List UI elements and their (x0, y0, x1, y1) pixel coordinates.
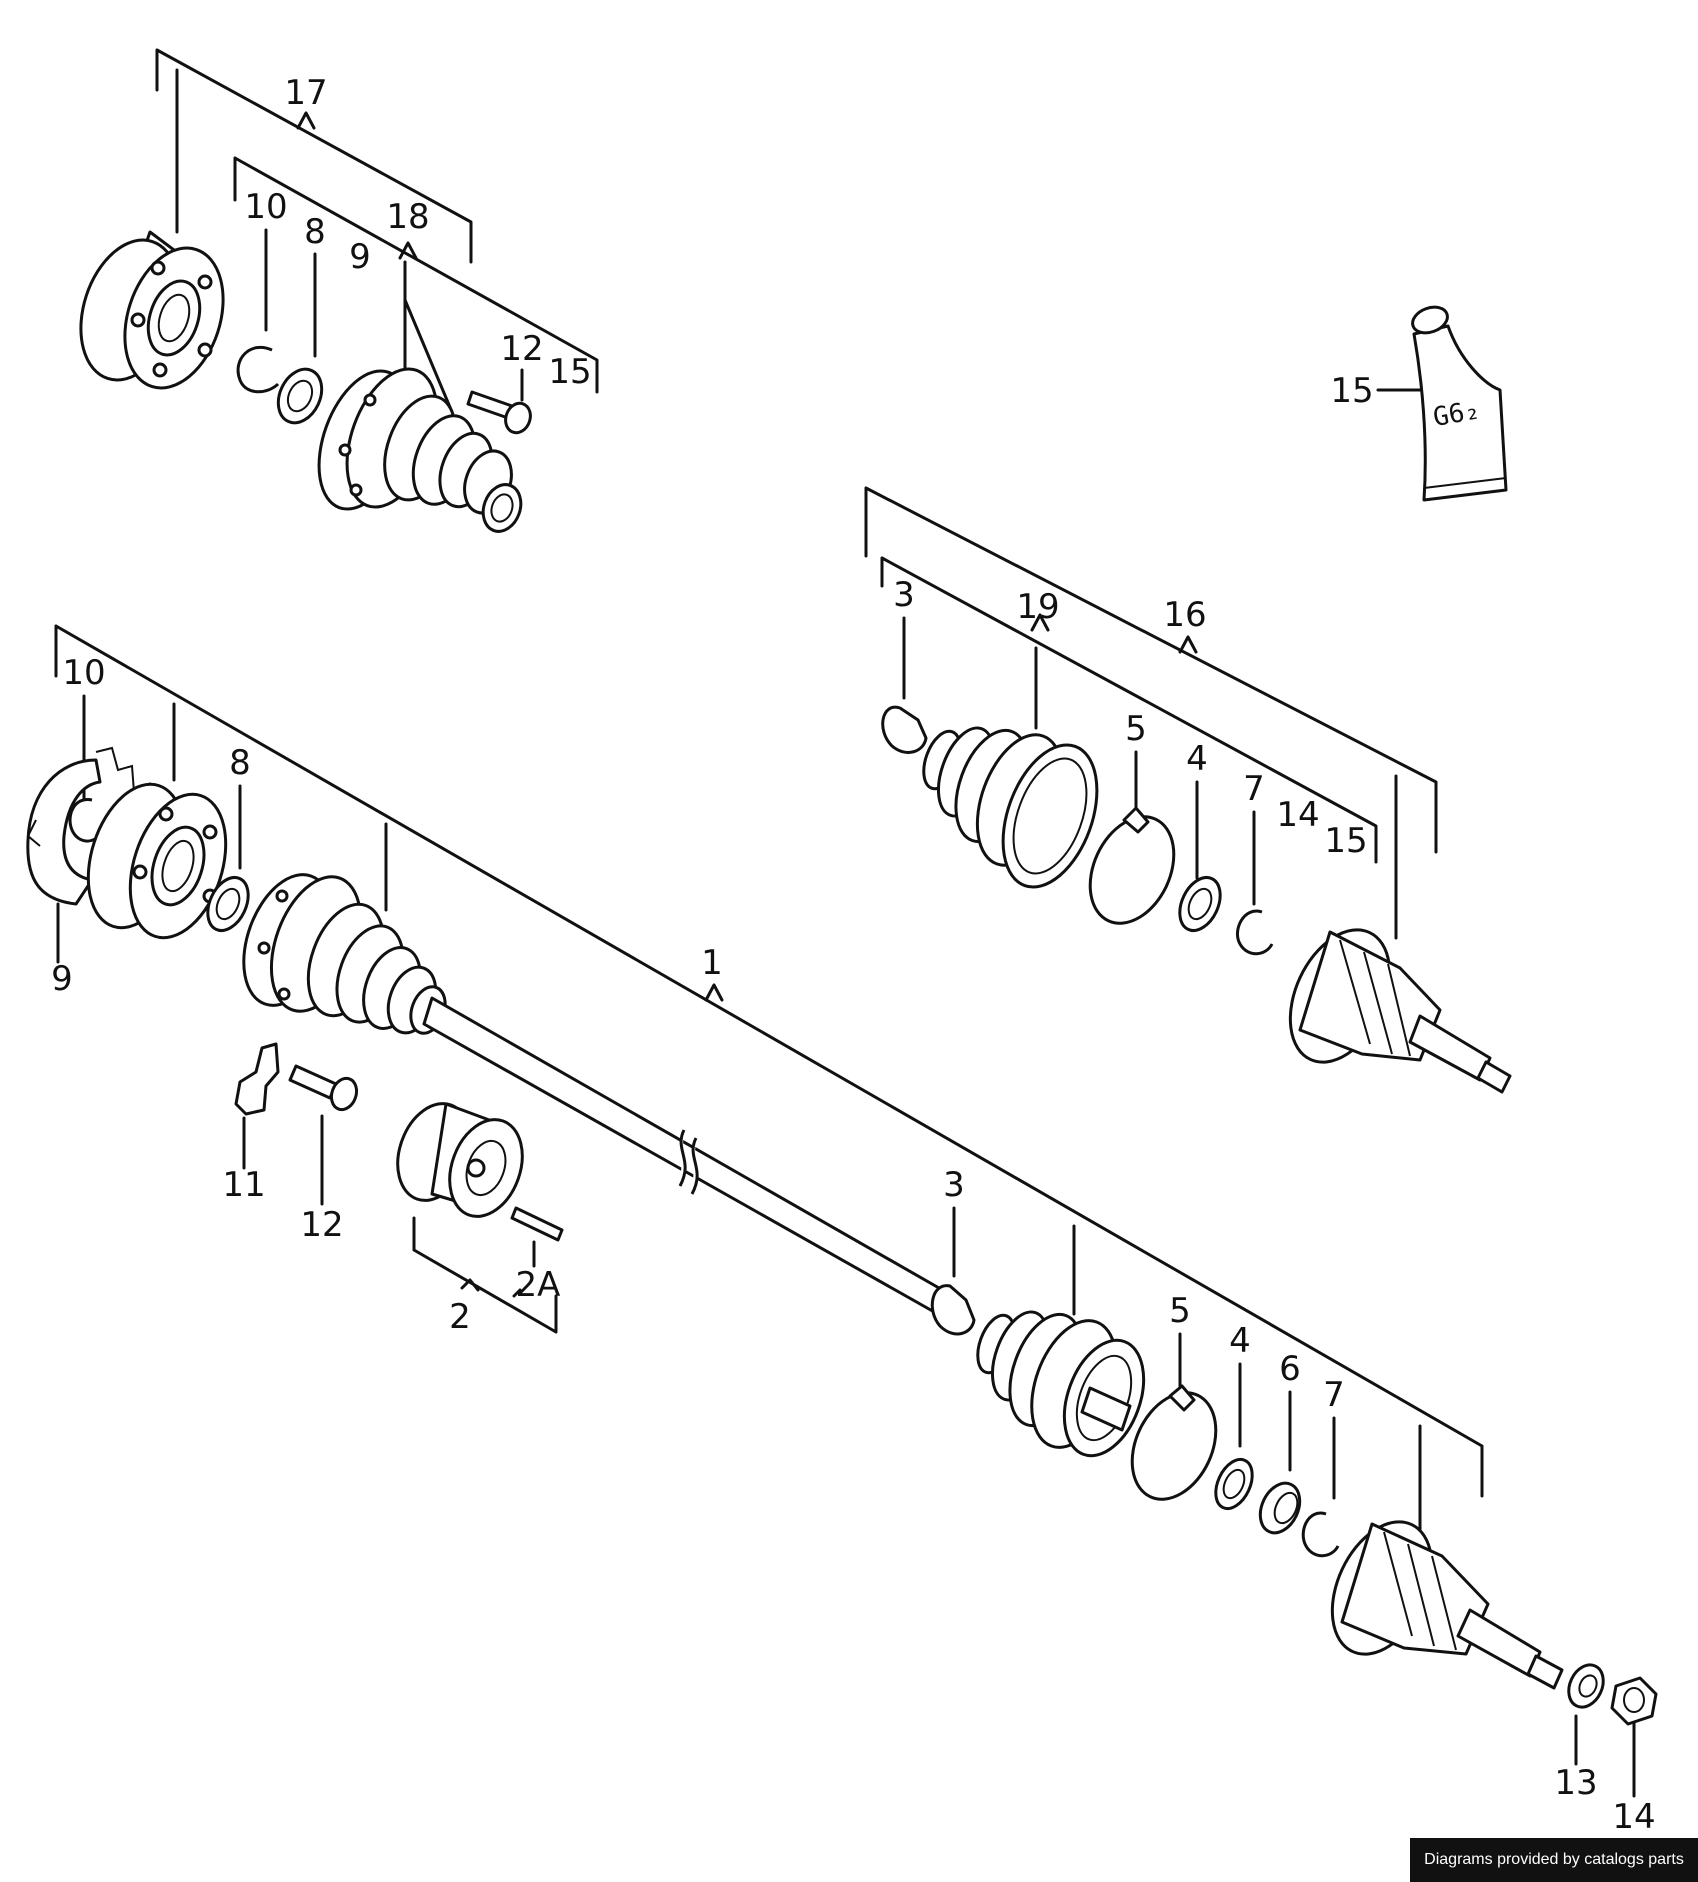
label-18: 18 (386, 197, 429, 237)
top-cv-joint-assembly: 17 18 10 8 9 12 15 (79, 48, 599, 533)
kit-washer-part (1178, 876, 1222, 932)
label-main-5: 5 (1169, 1291, 1191, 1331)
diagram-credit-banner: Diagrams provided by catalogs parts (1410, 1838, 1698, 1882)
label-kit-4: 4 (1186, 739, 1208, 779)
label-main-11: 11 (222, 1165, 265, 1205)
main-bolt-part (288, 1064, 359, 1112)
hex-nut-part (1610, 1676, 1658, 1726)
bracket-16-line (864, 486, 1438, 854)
label-main-13: 13 (1554, 1763, 1597, 1803)
label-8: 8 (304, 212, 326, 252)
cv-joint-boot-part (317, 367, 523, 533)
label-16: 16 (1163, 595, 1206, 635)
bracket-19-line (880, 556, 1378, 864)
outer-joint-kit-assembly: 16 19 3 5 4 7 14 15 (864, 486, 1512, 1094)
label-main-4: 4 (1229, 1321, 1251, 1361)
bracket-2-tick (460, 1278, 480, 1292)
band-clamp-part (1088, 815, 1176, 925)
grease-tube-part: 15 G6₂ (1330, 305, 1508, 502)
boot-part (922, 726, 1099, 889)
inner-cv-joint-boot-part (242, 873, 447, 1035)
circlip-part (236, 345, 280, 394)
bracket-16-tick (1178, 635, 1198, 654)
kit-circlip-part (1236, 909, 1274, 956)
lock-plate-part (234, 1042, 280, 1116)
label-main-3: 3 (943, 1165, 965, 1205)
main-outer-cv-joint-part (1330, 1520, 1564, 1690)
label-kit-15: 15 (1324, 821, 1367, 861)
label-main-12: 12 (300, 1205, 343, 1245)
label-kit-7: 7 (1243, 769, 1265, 809)
bracket-19-tick (1030, 613, 1050, 632)
bracket-18-tick (398, 241, 418, 260)
bolt-part (466, 390, 532, 435)
label-main-14: 14 (1612, 1797, 1655, 1837)
bracket-2-line (412, 1216, 558, 1334)
drive-shaft-assembly: 1 10 8 9 11 12 2 2A (26, 624, 1658, 1837)
gasket-part (26, 758, 102, 906)
label-main-2A: 2A (516, 1265, 561, 1305)
label-main-9: 9 (51, 959, 73, 999)
outer-cv-joint-part (1288, 928, 1512, 1094)
spacer-ring-part (1258, 1481, 1302, 1535)
label-main-6: 6 (1279, 1349, 1301, 1389)
bracket-17-line (155, 48, 473, 264)
pin-part (510, 1206, 564, 1242)
bracket-1-tick (704, 983, 724, 1002)
main-circlip-part (68, 798, 102, 843)
label-main-2: 2 (449, 1297, 471, 1337)
label-17: 17 (284, 73, 327, 113)
main-circlip-7-part (1301, 1511, 1340, 1558)
label-main-7: 7 (1323, 1375, 1345, 1415)
main-band-clamp-part (1130, 1391, 1218, 1501)
ball-cage-part (396, 1102, 524, 1218)
label-9: 9 (349, 237, 371, 277)
label-kit-5: 5 (1125, 709, 1147, 749)
small-clamp-part (881, 705, 928, 754)
flange-part (79, 230, 225, 390)
main-boot-part (976, 1310, 1146, 1458)
label-kit-14: 14 (1276, 795, 1319, 835)
bracket-1-line (54, 624, 1484, 1498)
label-main-10: 10 (62, 653, 105, 693)
label-kit-3: 3 (893, 575, 915, 615)
main-washer-part (206, 876, 250, 932)
main-dish-washer-part (1214, 1457, 1254, 1511)
label-1: 1 (701, 943, 723, 983)
leader-18 (403, 260, 454, 414)
main-small-clamp-part (930, 1284, 976, 1336)
label-15: 15 (548, 352, 591, 392)
label-10: 10 (244, 187, 287, 227)
bracket-17-tick (296, 111, 316, 130)
shaft-break (678, 1129, 699, 1195)
end-washer-part (1567, 1663, 1605, 1709)
label-grease-15: 15 (1330, 371, 1373, 411)
label-12: 12 (500, 329, 543, 369)
main-flange-part (86, 782, 228, 940)
washer-part (276, 367, 324, 425)
bracket-18-line (233, 156, 599, 394)
label-main-8: 8 (229, 743, 251, 783)
label-19: 19 (1016, 587, 1059, 627)
